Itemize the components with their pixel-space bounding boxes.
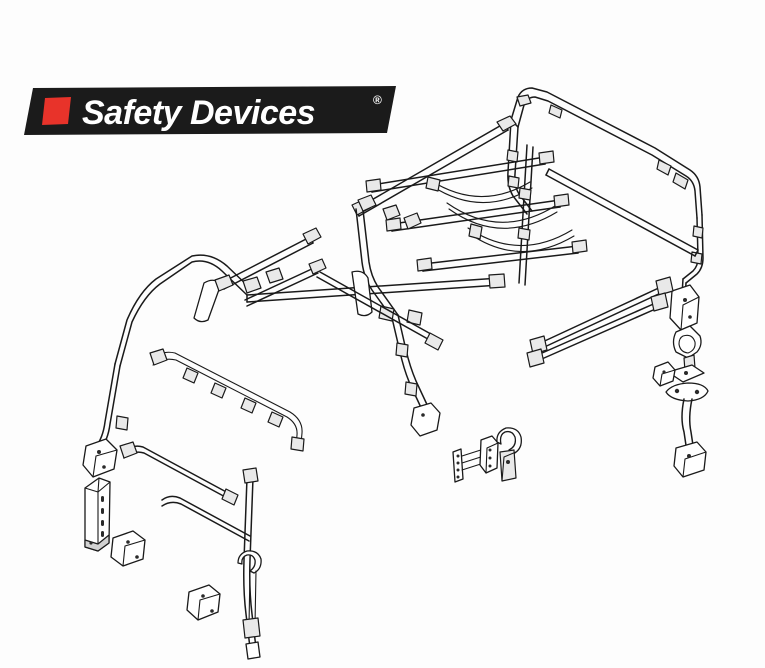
part-roof-longitudinal-right bbox=[545, 168, 699, 257]
part-angle-bracket-a bbox=[110, 530, 146, 567]
part-lower-left-diagonal bbox=[161, 495, 251, 542]
part-tube-clamp bbox=[496, 427, 522, 482]
part-roof-centre-spine bbox=[517, 144, 534, 286]
part-side-bar-upper bbox=[529, 276, 674, 355]
part-side-bar-lower bbox=[526, 292, 669, 368]
red-square-mark bbox=[42, 97, 71, 125]
logo-trademark-symbol: ® bbox=[373, 93, 382, 107]
logo-banner-shape bbox=[24, 86, 396, 135]
part-roof-cross-bar-1 bbox=[365, 150, 555, 193]
part-roof-cross-bar-3 bbox=[416, 239, 588, 272]
part-side-bar-left-lower bbox=[119, 441, 239, 506]
part-front-leg-lower-left bbox=[242, 467, 261, 660]
logo-brand-text: Safety Devices bbox=[82, 94, 315, 132]
part-door-bar-left bbox=[149, 348, 305, 452]
part-front-right-side-bar bbox=[316, 271, 444, 351]
part-front-hoop bbox=[82, 208, 399, 478]
part-rear-leg-right bbox=[652, 284, 709, 478]
part-front-cross-bar-upper bbox=[214, 227, 322, 292]
part-angle-bracket-b bbox=[186, 584, 221, 621]
part-roof-longitudinal-lower bbox=[246, 273, 506, 303]
part-mounting-bracket-long bbox=[84, 477, 111, 552]
part-roof-joint-clamps bbox=[242, 176, 483, 326]
safety-devices-logo: Safety Devices ® bbox=[24, 86, 396, 135]
part-bolt-pack bbox=[452, 435, 499, 483]
part-centre-leg bbox=[391, 314, 441, 437]
part-front-cross-bar-lower bbox=[244, 258, 327, 307]
part-clamp-strap bbox=[237, 550, 262, 639]
